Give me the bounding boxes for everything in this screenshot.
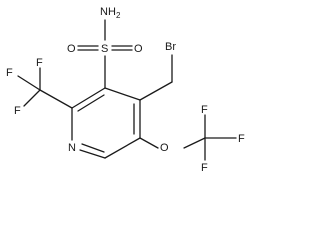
atom-f-cf3-left: F xyxy=(6,67,13,79)
atom-h-amine: H xyxy=(108,6,116,18)
atom-n-ring: N xyxy=(68,142,76,154)
atom-n-amine: N xyxy=(100,6,108,18)
bond-c2-cf3 xyxy=(39,89,73,109)
molecule-svg: N H 2 S O O Br N O F F F F F F xyxy=(6,6,245,174)
atom-f-cf3-bottom: F xyxy=(14,105,21,117)
bond-c5-o xyxy=(139,137,159,149)
atom-o-left: O xyxy=(67,43,76,55)
atom-h-amine-subscript: 2 xyxy=(116,11,121,20)
atom-f-cf3-top: F xyxy=(36,57,43,69)
atom-f-ocf3-right: F xyxy=(238,133,245,145)
ring-bond-c6-n-double xyxy=(81,143,105,153)
molecule-structure: N H 2 S O O Br N O F F F F F F xyxy=(6,6,245,174)
ring-bond-c2-c3-double xyxy=(77,94,105,112)
bond-o-cf3 xyxy=(183,137,206,149)
bond-cf3-f-bottom xyxy=(23,89,41,107)
atom-f-ocf3-top: F xyxy=(201,104,208,116)
atom-s: S xyxy=(101,43,108,55)
ring-bond-c2-c3 xyxy=(71,87,106,109)
atom-br: Br xyxy=(165,41,176,53)
atom-f-ocf3-bottom: F xyxy=(201,162,208,174)
bond-cf3-f-left xyxy=(17,75,41,91)
ring-bond-c5-c6 xyxy=(104,137,141,159)
bond-c4-ch2 xyxy=(139,81,173,101)
atom-o-right: O xyxy=(134,43,143,55)
ring-bond-c6-n xyxy=(79,149,106,159)
ring-bond-c3-c4 xyxy=(104,87,141,101)
atom-o-ether: O xyxy=(160,142,169,154)
